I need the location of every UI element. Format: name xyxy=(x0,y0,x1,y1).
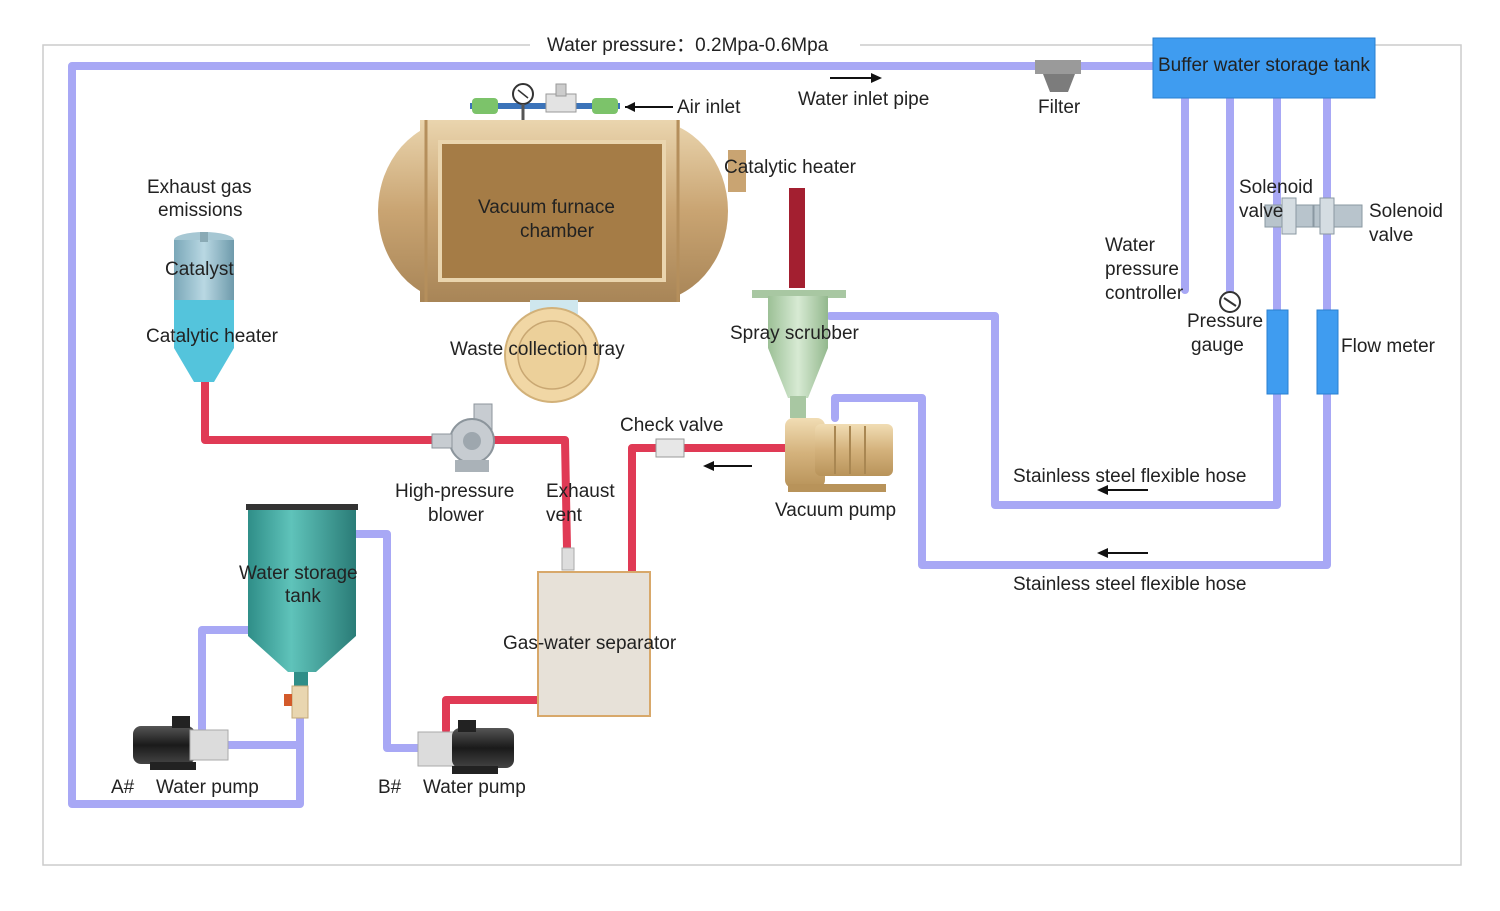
flow-meter-label: Flow meter xyxy=(1341,336,1436,357)
solenoid-valve-left-icon xyxy=(1264,197,1314,235)
pressure-gauge-label-1: Pressure xyxy=(1187,311,1263,332)
check-valve-icon xyxy=(655,438,685,458)
vacuum-furnace xyxy=(378,120,746,302)
air-inlet-valves-icon xyxy=(470,83,620,120)
hose-label-1: Stainless steel flexible hose xyxy=(1013,466,1246,487)
hp-blower-label-2: blower xyxy=(428,505,485,526)
wp-controller-label-1: Water xyxy=(1105,235,1156,256)
catalytic-heater-left-label: Catalytic heater xyxy=(146,326,279,347)
solenoid-valve-right-icon xyxy=(1313,197,1363,235)
exhaust-vent-label-1: Exhaust xyxy=(546,481,615,502)
exhaust-emissions-label-1: Exhaust gas xyxy=(147,177,252,198)
catalyst-label: Catalyst xyxy=(165,259,234,280)
exhaust-emissions-label-2: emissions xyxy=(158,200,242,221)
waste-collection-tray xyxy=(504,300,600,403)
pump-b-id: B# xyxy=(378,777,402,798)
pump-b-label: Water pump xyxy=(423,777,526,798)
water-storage-tank xyxy=(246,504,358,719)
exhaust-vent-label-2: vent xyxy=(546,505,583,526)
water-storage-label-1: Water storage xyxy=(239,563,358,584)
water-storage-label-2: tank xyxy=(285,586,321,607)
water-pressure-title: Water pressure：0.2Mpa-0.6Mpa xyxy=(547,35,829,56)
high-pressure-blower xyxy=(431,403,495,472)
water-inlet-pipe-label: Water inlet pipe xyxy=(798,89,929,110)
exhaust-vent-fitting xyxy=(561,547,575,571)
title-backdrop xyxy=(530,33,860,57)
air-inlet-label: Air inlet xyxy=(677,97,741,118)
solenoid-valve-right-label-2: valve xyxy=(1369,225,1413,246)
water-pump-a xyxy=(133,716,229,770)
hp-blower-label-1: High-pressure xyxy=(395,481,514,502)
catalytic-riser-pipe xyxy=(789,188,805,288)
solenoid-valve-left-label-2: valve xyxy=(1239,201,1283,222)
vacuum-chamber-label-1: Vacuum furnace xyxy=(478,197,615,218)
filter-label: Filter xyxy=(1038,97,1081,118)
spray-scrubber xyxy=(752,290,846,418)
flow-meter-right xyxy=(1316,309,1339,395)
check-valve-label: Check valve xyxy=(620,415,724,436)
solenoid-valve-right-label-1: Solenoid xyxy=(1369,201,1443,222)
catalytic-heater-top-label: Catalytic heater xyxy=(724,157,857,178)
wp-controller-label-3: controller xyxy=(1105,283,1184,304)
pressure-gauge-icon xyxy=(1219,291,1241,313)
filter-icon xyxy=(1035,60,1081,92)
buffer-tank-label: Buffer water storage tank xyxy=(1158,55,1370,76)
water-pump-b xyxy=(417,720,514,774)
wp-controller-label-2: pressure xyxy=(1105,259,1179,280)
exhaust-pipes xyxy=(201,376,789,734)
spray-scrubber-label: Spray scrubber xyxy=(730,323,860,344)
pressure-gauge-label-2: gauge xyxy=(1191,335,1244,356)
pump-a-label: Water pump xyxy=(156,777,259,798)
vacuum-chamber-label-2: chamber xyxy=(520,221,595,242)
buffer-tank xyxy=(1152,37,1376,99)
waste-tray-label: Waste collection tray xyxy=(450,339,625,360)
solenoid-valve-left-label-1: Solenoid xyxy=(1239,177,1313,198)
gas-water-separator-label: Gas-water separator xyxy=(503,633,677,654)
catalyst-tower xyxy=(174,232,234,382)
pump-a-id: A# xyxy=(111,777,135,798)
vacuum-pump-label: Vacuum pump xyxy=(775,500,896,521)
hose-label-2: Stainless steel flexible hose xyxy=(1013,574,1246,595)
gas-water-separator xyxy=(537,571,651,717)
vacuum-pump xyxy=(785,418,893,492)
flow-meter-left xyxy=(1266,309,1289,395)
